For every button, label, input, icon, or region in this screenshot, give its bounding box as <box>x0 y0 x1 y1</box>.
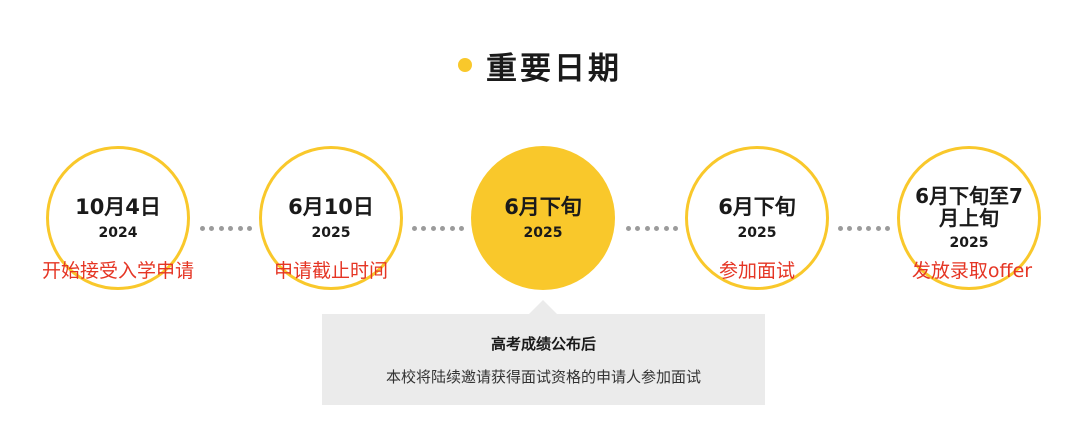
timeline-connector <box>412 225 464 231</box>
timeline-label-offer: 发放录取offer <box>911 260 1033 282</box>
timeline-date: 6月10日 <box>288 195 374 219</box>
callout-pointer <box>528 300 558 315</box>
info-title: 高考成绩公布后 <box>490 334 596 353</box>
section-header: 重要日期 <box>0 40 1080 90</box>
timeline-label-application-open: 开始接受入学申请 <box>41 260 194 282</box>
timeline-year: 2025 <box>737 225 777 241</box>
timeline-connector <box>838 225 890 231</box>
timeline-item-score-release[interactable]: 6月下旬 2025 <box>471 146 615 290</box>
timeline-year: 2025 <box>523 225 563 241</box>
timeline-date: 6月下旬 <box>718 195 796 219</box>
info-callout: 高考成绩公布后 本校将陆续邀请获得面试资格的申请人参加面试 <box>322 314 765 405</box>
info-description: 本校将陆续邀请获得面试资格的申请人参加面试 <box>385 367 701 386</box>
bullet-dot-icon <box>458 58 472 72</box>
timeline-item-interview[interactable]: 6月下旬 2025 <box>685 146 829 290</box>
timeline-year: 2025 <box>311 225 351 241</box>
timeline-year: 2024 <box>98 225 138 241</box>
timeline-connector <box>626 225 678 231</box>
timeline-date: 6月下旬 <box>504 195 582 219</box>
timeline-item-offer[interactable]: 6月下旬至7月上旬 2025 <box>897 146 1041 290</box>
timeline-item-application-deadline[interactable]: 6月10日 2025 <box>259 146 403 290</box>
timeline-year: 2025 <box>949 235 989 251</box>
timeline-date: 6月下旬至7月上旬 <box>915 184 1023 230</box>
timeline-label-application-deadline: 申请截止时间 <box>273 260 388 282</box>
timeline-label-interview: 参加面试 <box>718 260 795 282</box>
timeline-connector <box>200 225 252 231</box>
timeline-item-application-open[interactable]: 10月4日 2024 <box>46 146 190 290</box>
timeline-date: 10月4日 <box>75 195 161 219</box>
section-title: 重要日期 <box>486 50 622 87</box>
